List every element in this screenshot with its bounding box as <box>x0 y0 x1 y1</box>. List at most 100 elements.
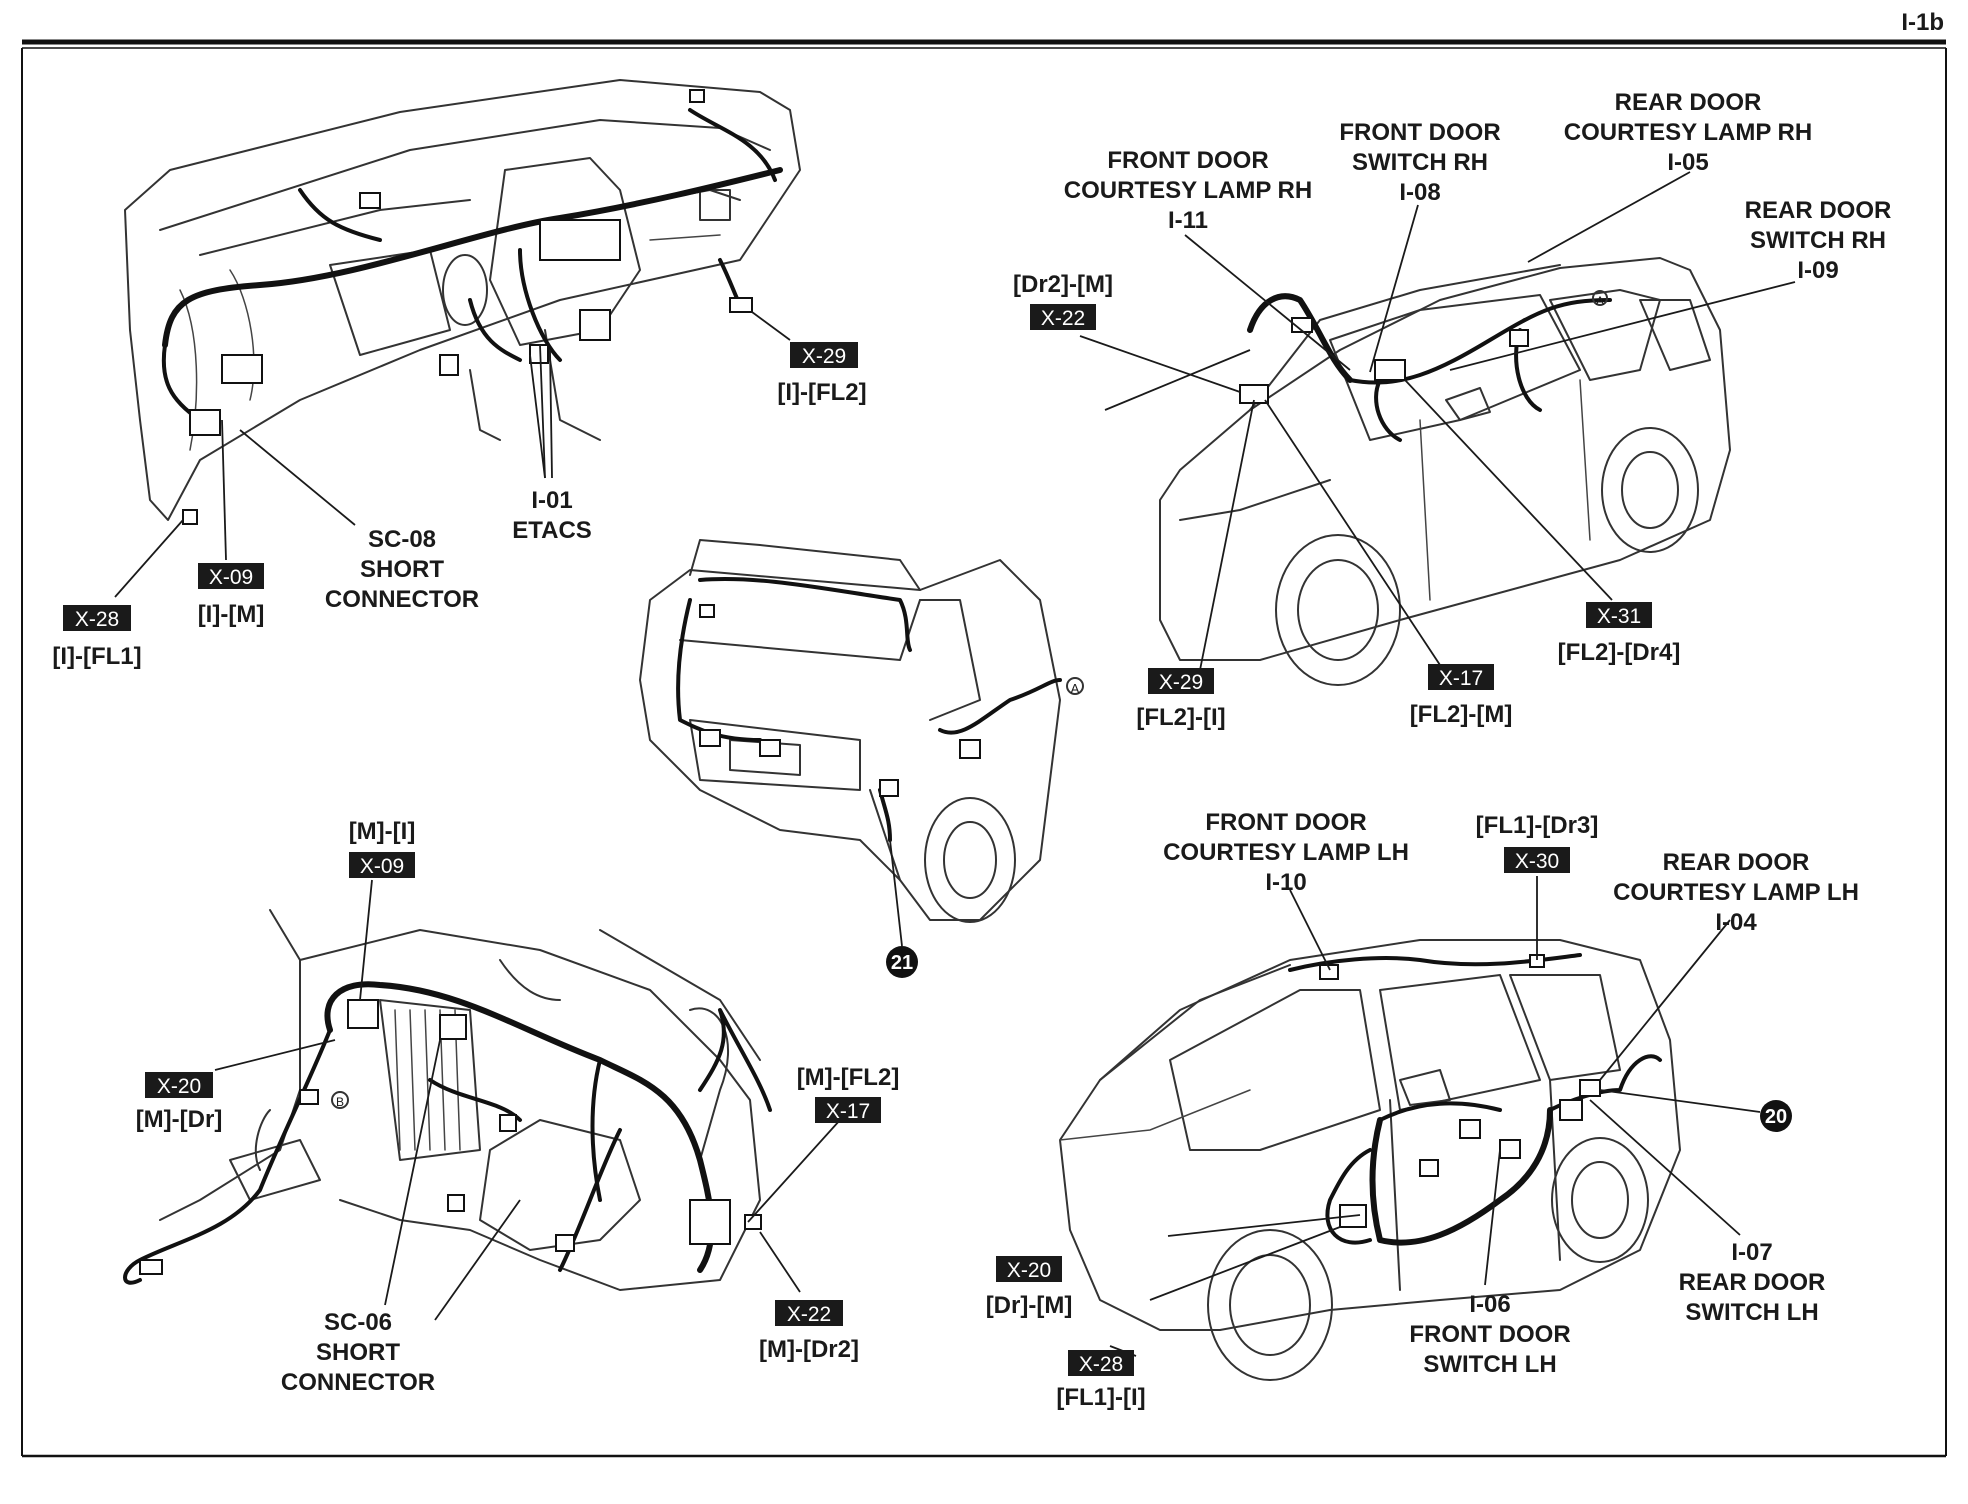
svg-text:SC-06: SC-06 <box>324 1309 392 1336</box>
svg-text:COURTESY LAMP RH: COURTESY LAMP RH <box>1064 177 1312 204</box>
svg-text:X-29: X-29 <box>802 345 846 368</box>
svg-text:[M]-[Dr2]: [M]-[Dr2] <box>759 1336 859 1363</box>
svg-text:[I]-[FL2]: [I]-[FL2] <box>777 379 866 406</box>
svg-text:SWITCH RH: SWITCH RH <box>1750 227 1886 254</box>
svg-text:I-11: I-11 <box>1168 207 1208 234</box>
bubble-20: 20 <box>1760 1100 1792 1132</box>
svg-text:20: 20 <box>1765 1106 1787 1128</box>
svg-text:REAR DOOR: REAR DOOR <box>1663 849 1810 876</box>
rh-car-illustration: A <box>1079 171 1796 686</box>
svg-text:X-20: X-20 <box>157 1075 201 1098</box>
svg-text:I-04: I-04 <box>1715 909 1757 936</box>
svg-text:X-22: X-22 <box>787 1303 831 1326</box>
label-x20-lh: X-20 [Dr]-[M] <box>986 1256 1073 1319</box>
lh-car-illustration <box>1059 876 1761 1381</box>
svg-text:[FL2]-[Dr4]: [FL2]-[Dr4] <box>1558 639 1681 666</box>
svg-text:I-08: I-08 <box>1399 179 1440 206</box>
svg-text:X-20: X-20 <box>1007 1259 1051 1282</box>
svg-text:I-09: I-09 <box>1797 257 1838 284</box>
label-x22-floor: X-22 [M]-[Dr2] <box>759 1300 859 1363</box>
svg-text:REAR DOOR: REAR DOOR <box>1745 197 1892 224</box>
svg-text:I-10: I-10 <box>1265 869 1306 896</box>
svg-text:FRONT DOOR: FRONT DOOR <box>1107 147 1268 174</box>
svg-text:A: A <box>1596 294 1604 308</box>
svg-text:REAR DOOR: REAR DOOR <box>1615 89 1762 116</box>
label-i05: REAR DOOR COURTESY LAMP RH I-05 <box>1564 89 1812 176</box>
svg-text:CONNECTOR: CONNECTOR <box>281 1369 435 1396</box>
svg-text:[I]-[FL1]: [I]-[FL1] <box>52 643 141 670</box>
label-sc06: SC-06 SHORT CONNECTOR <box>281 1309 435 1396</box>
svg-text:REAR DOOR: REAR DOOR <box>1679 1269 1826 1296</box>
label-i11: FRONT DOOR COURTESY LAMP RH I-11 <box>1064 147 1312 234</box>
svg-text:SWITCH LH: SWITCH LH <box>1423 1351 1556 1378</box>
svg-text:X-22: X-22 <box>1041 307 1085 330</box>
dashboard-illustration <box>114 79 801 598</box>
svg-text:[I]-[M]: [I]-[M] <box>198 601 265 628</box>
svg-text:X-17: X-17 <box>826 1100 870 1123</box>
label-x17-rh: X-17 [FL2]-[M] <box>1410 664 1513 728</box>
svg-text:I-07: I-07 <box>1731 1239 1772 1266</box>
svg-text:CONNECTOR: CONNECTOR <box>325 586 479 613</box>
svg-text:[M]-[I]: [M]-[I] <box>349 818 416 845</box>
svg-text:A: A <box>1071 681 1080 696</box>
svg-text:[M]-[FL2]: [M]-[FL2] <box>797 1064 900 1091</box>
svg-text:SWITCH RH: SWITCH RH <box>1352 149 1488 176</box>
svg-text:X-09: X-09 <box>360 855 404 878</box>
label-x28-dashboard: X-28 [I]-[FL1] <box>52 605 142 670</box>
svg-text:[FL2]-[I]: [FL2]-[I] <box>1136 704 1225 731</box>
svg-text:I-05: I-05 <box>1667 149 1708 176</box>
svg-text:X-09: X-09 <box>209 566 253 589</box>
svg-text:FRONT DOOR: FRONT DOOR <box>1339 119 1500 146</box>
label-i08: FRONT DOOR SWITCH RH I-08 <box>1339 119 1500 206</box>
label-x17-floor: [M]-[FL2] X-17 <box>797 1064 900 1123</box>
svg-text:X-31: X-31 <box>1597 605 1641 628</box>
label-i01-etacs: I-01 ETACS <box>512 487 592 544</box>
svg-text:SWITCH LH: SWITCH LH <box>1685 1299 1818 1326</box>
svg-text:X-28: X-28 <box>75 608 119 631</box>
svg-text:ETACS: ETACS <box>512 517 592 544</box>
svg-text:X-30: X-30 <box>1515 850 1559 873</box>
svg-text:[M]-[Dr]: [M]-[Dr] <box>136 1106 223 1133</box>
svg-text:SHORT: SHORT <box>360 556 444 583</box>
page-id: I-1b <box>1901 9 1944 36</box>
svg-text:SC-08: SC-08 <box>368 526 436 553</box>
label-x31-rh: X-31 [FL2]-[Dr4] <box>1558 602 1681 666</box>
svg-text:X-29: X-29 <box>1159 671 1203 694</box>
svg-text:I-06: I-06 <box>1469 1291 1510 1318</box>
svg-text:[Dr]-[M]: [Dr]-[M] <box>986 1292 1073 1319</box>
svg-text:FRONT DOOR: FRONT DOOR <box>1409 1321 1570 1348</box>
svg-text:FRONT DOOR: FRONT DOOR <box>1205 809 1366 836</box>
svg-text:COURTESY LAMP LH: COURTESY LAMP LH <box>1613 879 1859 906</box>
svg-text:SHORT: SHORT <box>316 1339 400 1366</box>
svg-text:I-01: I-01 <box>531 487 572 514</box>
label-sc08: SC-08 SHORT CONNECTOR <box>325 526 479 613</box>
svg-text:[FL1]-[Dr3]: [FL1]-[Dr3] <box>1476 812 1599 839</box>
svg-text:[FL1]-[I]: [FL1]-[I] <box>1056 1384 1145 1411</box>
label-x20-floor: X-20 [M]-[Dr] <box>136 1072 223 1133</box>
bubble-21: 21 <box>886 946 918 978</box>
label-x30-lh: [FL1]-[Dr3] X-30 <box>1476 812 1599 873</box>
label-x28-lh: X-28 [FL1]-[I] <box>1056 1350 1146 1411</box>
svg-text:COURTESY LAMP RH: COURTESY LAMP RH <box>1564 119 1812 146</box>
page-frame: I-1b <box>21 9 1947 1458</box>
label-i10: FRONT DOOR COURTESY LAMP LH I-10 <box>1163 809 1409 896</box>
label-x09-floor: [M]-[I] X-09 <box>349 818 416 878</box>
svg-text:B: B <box>336 1095 344 1109</box>
label-x29-rh: X-29 [FL2]-[I] <box>1136 668 1226 731</box>
label-x29-dashboard: X-29 [I]-[FL2] <box>777 342 867 406</box>
label-i06: I-06 FRONT DOOR SWITCH LH <box>1409 1291 1570 1378</box>
label-i04: REAR DOOR COURTESY LAMP LH I-04 <box>1613 849 1859 936</box>
svg-text:COURTESY LAMP LH: COURTESY LAMP LH <box>1163 839 1409 866</box>
rear-car-illustration: A <box>639 539 1084 947</box>
label-i07: I-07 REAR DOOR SWITCH LH <box>1679 1239 1826 1326</box>
label-x09-dashboard: X-09 [I]-[M] <box>198 563 265 628</box>
svg-text:X-17: X-17 <box>1439 667 1483 690</box>
svg-text:21: 21 <box>891 952 913 974</box>
floor-console-illustration: B <box>123 879 841 1321</box>
svg-text:[Dr2]-[M]: [Dr2]-[M] <box>1013 271 1113 298</box>
svg-text:[FL2]-[M]: [FL2]-[M] <box>1410 701 1513 728</box>
svg-text:X-28: X-28 <box>1079 1353 1123 1376</box>
label-x22-rh: [Dr2]-[M] X-22 <box>1013 271 1113 330</box>
label-i09: REAR DOOR SWITCH RH I-09 <box>1745 197 1892 284</box>
